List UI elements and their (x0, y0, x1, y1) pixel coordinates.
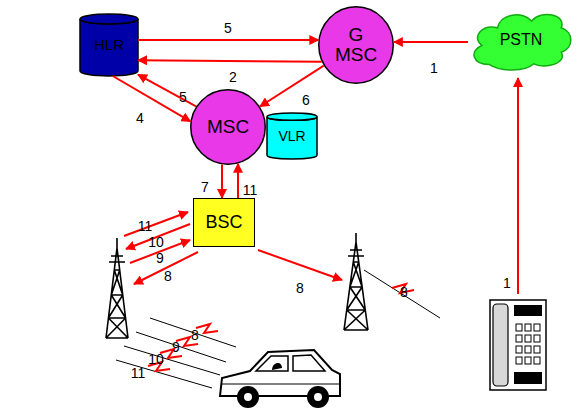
node-label: HLR (94, 37, 124, 53)
car-window (256, 356, 288, 371)
radio-bolt (196, 324, 218, 333)
car-wheel (237, 386, 259, 408)
node-label: PSTN (500, 32, 543, 49)
callout-number: 1 (503, 275, 511, 291)
phone-key (534, 324, 540, 331)
car-window (293, 355, 325, 371)
step-number: 1 (430, 60, 438, 76)
callout-number: 9 (156, 250, 164, 266)
phone-key (534, 357, 540, 364)
callout-number: 8 (400, 284, 408, 300)
phone-key (534, 335, 540, 342)
radio-line (364, 270, 440, 318)
callout-number: 10 (148, 351, 164, 367)
car-hub (244, 393, 252, 401)
phone-key (516, 335, 522, 342)
node-outline (319, 7, 393, 83)
step-number: 11 (243, 182, 258, 198)
callout-number: 8 (191, 327, 199, 343)
car-wheel (307, 386, 329, 408)
step-number: 5 (179, 89, 187, 105)
node-label: G MSC (334, 25, 378, 65)
antenna-tower (344, 233, 368, 330)
node-outline (80, 19, 138, 76)
signal-arrow (138, 60, 322, 61)
node-outline (474, 14, 571, 70)
signal-arrow (260, 66, 324, 107)
step-number: 2 (229, 69, 237, 85)
node-outline (267, 113, 317, 120)
step-number: 5 (224, 20, 232, 36)
phone-key (525, 357, 531, 364)
node-label: BSC (205, 213, 242, 232)
node-label: MSC (207, 117, 249, 137)
network-cloud: PSTN (468, 6, 574, 74)
phone-key (525, 335, 531, 342)
radio-links (116, 318, 236, 388)
signal-arrow (394, 41, 468, 43)
radio-line (150, 318, 236, 347)
signal-arrow (221, 165, 223, 198)
signal-arrow (113, 76, 191, 121)
car-hub (314, 393, 322, 401)
car-driver (272, 363, 282, 370)
car-trim (222, 384, 340, 385)
phone-key (525, 346, 531, 353)
switch-circle: MSC (190, 89, 266, 165)
callout-number: 8 (164, 268, 172, 284)
database-cylinder: HLR (80, 14, 138, 76)
telephone (490, 300, 546, 390)
switch-circle: G MSC (318, 6, 394, 84)
node-outline (80, 14, 138, 24)
phone-key (525, 324, 531, 331)
phone-key (516, 324, 522, 331)
signal-arrow (517, 78, 519, 294)
antenna-tower (106, 238, 128, 338)
node-outline (191, 90, 265, 164)
callout-number: 11 (131, 365, 146, 381)
phone-key (516, 357, 522, 364)
callout-number: 8 (296, 280, 304, 296)
node-label: VLR (278, 129, 305, 144)
car (220, 350, 340, 408)
signal-arrow (126, 224, 190, 249)
callout-number: 9 (172, 339, 180, 355)
signal-arrow (138, 75, 196, 107)
signal-arrow (237, 164, 239, 198)
node-outline (267, 117, 317, 159)
callout-number: 6 (302, 92, 310, 108)
phone-keypad (516, 324, 540, 364)
signal-arrow (138, 39, 318, 41)
step-number: 4 (136, 110, 144, 126)
controller-box: BSC (193, 198, 255, 247)
phone-base (514, 372, 542, 384)
signal-arrow (258, 250, 342, 280)
callout-number: 11 (138, 218, 153, 234)
step-number: 7 (201, 179, 209, 195)
phone-handset (493, 304, 508, 386)
database-cylinder: VLR (267, 113, 317, 159)
phone-key (534, 346, 540, 353)
phone-key (516, 346, 522, 353)
phone-body (490, 300, 546, 390)
radio-line (116, 360, 212, 388)
callout-number: 10 (148, 234, 164, 250)
phone-display (514, 305, 542, 316)
signal-arrow (134, 252, 198, 284)
signal-arrow (124, 212, 188, 236)
